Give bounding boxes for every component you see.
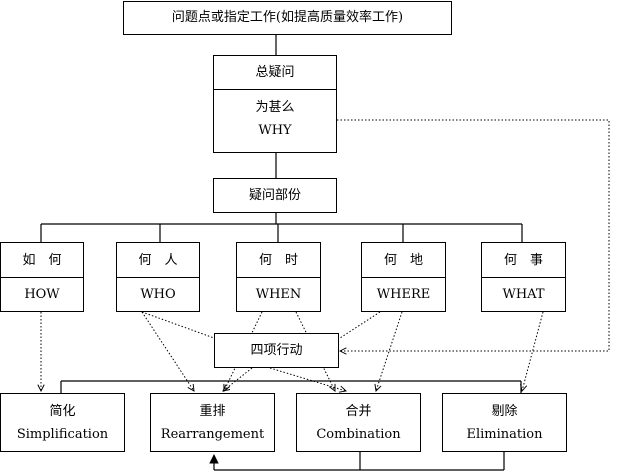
question-divider <box>237 277 320 278</box>
why-en-label: WHY <box>258 123 292 138</box>
action-en-label: Combination <box>316 427 401 442</box>
question-section-box: 疑问部份 <box>213 178 337 213</box>
actions-label: 四项行动 <box>250 343 303 358</box>
question-cn-label: 何 时 <box>258 253 298 268</box>
general-question-box: 总疑问 为甚么 WHY <box>213 55 337 153</box>
action-cn-label: 合并 <box>345 404 372 419</box>
question-box-what: 何 事 WHAT <box>481 242 566 312</box>
question-box-who: 何 人 WHO <box>116 242 200 312</box>
actions-label-box: 四项行动 <box>214 333 339 368</box>
problem-box: 问题点或指定工作(如提高质量效率工作) <box>123 1 452 35</box>
question-divider <box>117 277 199 278</box>
question-divider <box>1 277 83 278</box>
problem-label: 问题点或指定工作(如提高质量效率工作) <box>171 10 404 25</box>
question-box-how: 如 何 HOW <box>0 242 84 312</box>
action-box-rearrangement: 重排 Rearrangement <box>150 393 275 452</box>
general-question-header: 总疑问 <box>255 65 295 80</box>
question-en-label: WHERE <box>376 287 431 302</box>
question-divider <box>362 277 445 278</box>
question-divider <box>482 277 565 278</box>
question-en-label: WHAT <box>502 287 545 302</box>
question-en-label: WHEN <box>255 287 302 302</box>
question-section-label: 疑问部份 <box>248 188 301 203</box>
action-cn-label: 重排 <box>199 404 226 419</box>
action-box-simplification: 简化 Simplification <box>0 393 125 452</box>
action-box-combination: 合并 Combination <box>296 393 421 452</box>
action-en-label: Elimination <box>466 427 543 442</box>
action-box-elimination: 剔除 Elimination <box>442 393 567 452</box>
question-cn-label: 何 事 <box>503 253 543 268</box>
why-cn-label: 为甚么 <box>255 100 295 115</box>
action-en-label: Rearrangement <box>160 427 265 442</box>
question-cn-label: 何 人 <box>138 253 178 268</box>
question-en-label: HOW <box>24 287 60 302</box>
question-box-when: 何 时 WHEN <box>236 242 321 312</box>
question-box-where: 何 地 WHERE <box>361 242 446 312</box>
action-cn-label: 剔除 <box>491 404 518 419</box>
question-en-label: WHO <box>140 287 176 302</box>
action-en-label: Simplification <box>16 427 109 442</box>
question-cn-label: 如 何 <box>22 253 62 268</box>
general-question-divider <box>214 89 336 90</box>
action-cn-label: 简化 <box>49 404 76 419</box>
question-cn-label: 何 地 <box>383 253 423 268</box>
